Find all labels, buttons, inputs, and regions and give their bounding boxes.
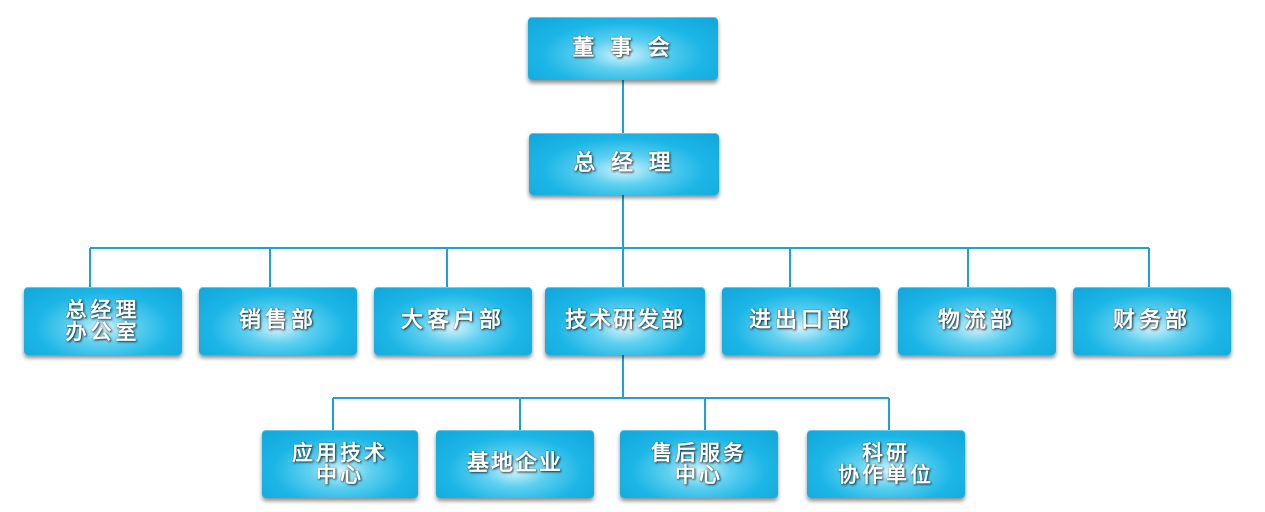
dept-sales-box: 销售部 <box>199 287 357 355</box>
unit-applied-tech-center-box: 应用技术 中心 <box>262 430 418 498</box>
dept-rnd-box: 技术研发部 <box>545 287 705 355</box>
unit-base-enterprise-box: 基地企业 <box>436 430 594 498</box>
general-manager-box: 总 经 理 <box>529 133 719 195</box>
unit-after-sales-center-box: 售后服务 中心 <box>620 430 778 498</box>
board-of-directors-box: 董 事 会 <box>528 17 718 80</box>
dept-finance-box: 财务部 <box>1073 287 1231 355</box>
dept-logistics-box: 物流部 <box>898 287 1056 355</box>
dept-key-accounts-box: 大客户部 <box>374 287 532 355</box>
dept-gm-office-box: 总经理 办公室 <box>24 287 182 355</box>
dept-import-export-box: 进出口部 <box>722 287 880 355</box>
unit-research-partners-box: 科研 协作单位 <box>807 430 965 498</box>
